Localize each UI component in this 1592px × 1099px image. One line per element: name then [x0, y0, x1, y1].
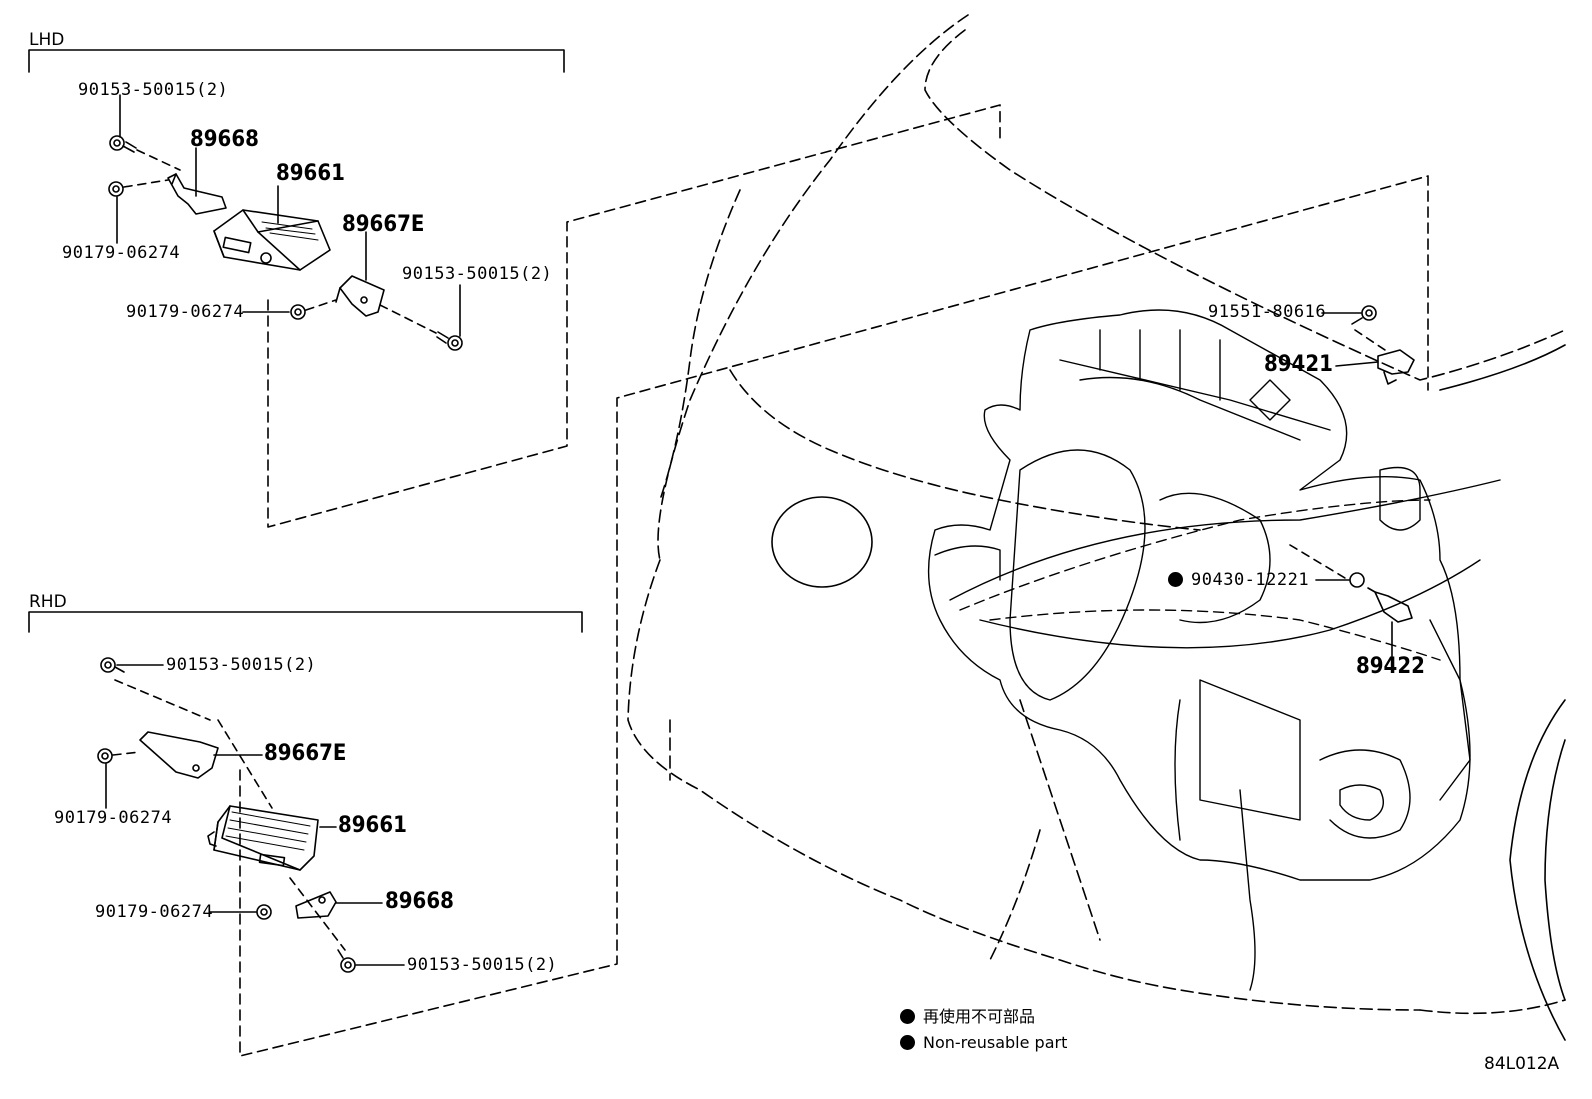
vehicle-body-outline: [627, 14, 1566, 1015]
rhd-nut-upper-icon: [97, 748, 113, 764]
rhd-bracket-e-label: 89667E: [264, 741, 347, 766]
legend-jp: 再使用不可部品: [900, 1009, 1035, 1025]
legend-dot-icon: [900, 1009, 915, 1024]
lhd-section-label: LHD: [29, 30, 65, 50]
lhd-bracket-e-label: 89667E: [342, 212, 425, 237]
legend-en-text: Non-reusable part: [923, 1033, 1068, 1052]
engine-bolt-axis: [1354, 329, 1386, 351]
rhd-bolt-top-icon: [100, 657, 125, 673]
lhd-nut-lower-label: 90179-06274: [126, 302, 245, 322]
rhd-nut-lower-label: 90179-06274: [95, 902, 214, 922]
rhd-bracket-label: 89668: [385, 889, 454, 914]
non-reusable-marker-icon: [1168, 572, 1183, 587]
lhd-bolt-right-axis: [379, 304, 437, 334]
figure-code: 84L012A: [1484, 1054, 1560, 1074]
rhd-nut-lower-icon: [256, 904, 272, 920]
engine-gasket-90430-icon: [1349, 572, 1365, 588]
lhd-bolt-axis: [136, 149, 181, 171]
lhd-bolt-top-icon: [109, 135, 137, 153]
rhd-nut-upper-axis: [112, 751, 141, 756]
lhd-bracket-89668-icon: [167, 173, 227, 215]
lhd-bolt-top-label: 90153-50015(2): [78, 80, 229, 100]
engine-solid-harness: [949, 479, 1501, 649]
rhd-nut-upper-label: 90179-06274: [54, 808, 173, 828]
lhd-nut-axis: [123, 179, 169, 188]
engine-sensor-89421-icon: [1377, 349, 1415, 385]
rhd-bolt-bottom-icon: [337, 949, 356, 973]
lhd-section-frame: [28, 49, 565, 73]
rhd-bolt-top-axis: [114, 679, 211, 721]
engine-gasket-label: 90430-12221: [1168, 572, 1309, 589]
headlamp-circle: [771, 496, 873, 588]
engine-gasket-number: 90430-12221: [1191, 570, 1310, 590]
rhd-ecu-label: 89661: [338, 813, 407, 838]
engine-sensor-89422-icon: [1367, 587, 1413, 623]
lhd-bracket-89667e-icon: [335, 275, 385, 317]
rhd-stack-axis: [217, 719, 273, 809]
rhd-bolt-top-label: 90153-50015(2): [166, 655, 317, 675]
engine-assembly-icon: [927, 309, 1471, 991]
lhd-nut-lower-icon: [290, 304, 306, 320]
rhd-bolt-bottom-label: 90153-50015(2): [407, 955, 558, 975]
legend-dot-icon: [900, 1035, 915, 1050]
engine-sensor-upper-label: 89421: [1264, 352, 1333, 377]
lhd-bolt-right-label: 90153-50015(2): [402, 264, 553, 284]
rhd-bolt-bottom-axis: [289, 877, 346, 951]
engine-sensor-lower-label: 89422: [1356, 654, 1425, 679]
lhd-bolt-right-icon: [436, 331, 463, 351]
lhd-bracket-label: 89668: [190, 127, 259, 152]
engine-bolt-label: 91551-80616: [1208, 302, 1327, 322]
rhd-bracket-89667e-icon: [139, 731, 219, 779]
legend-en: Non-reusable part: [900, 1035, 1067, 1051]
lhd-nut-upper-label: 90179-06274: [62, 243, 181, 263]
lhd-dashed-callout: [267, 104, 1001, 528]
rhd-section-label: RHD: [29, 592, 67, 612]
vehicle-body-solid-lines: [1439, 344, 1566, 1041]
lhd-ecu-label: 89661: [276, 161, 345, 186]
rhd-section-frame: [28, 611, 583, 633]
engine-sensor-upper-leader: [1335, 361, 1379, 367]
rhd-dashed-callout: [239, 175, 1429, 1057]
legend-jp-text: 再使用不可部品: [923, 1007, 1036, 1026]
engine-bolt-91551-icon: [1351, 305, 1377, 325]
lhd-ecu-89661-icon: [213, 209, 331, 271]
lhd-nut-upper-icon: [108, 181, 124, 197]
lhd-nut-lower-axis: [305, 299, 337, 311]
rhd-ecu-89661-icon: [207, 805, 319, 871]
rhd-bracket-89668-icon: [295, 891, 337, 919]
engine-gasket-axis: [1289, 544, 1346, 579]
